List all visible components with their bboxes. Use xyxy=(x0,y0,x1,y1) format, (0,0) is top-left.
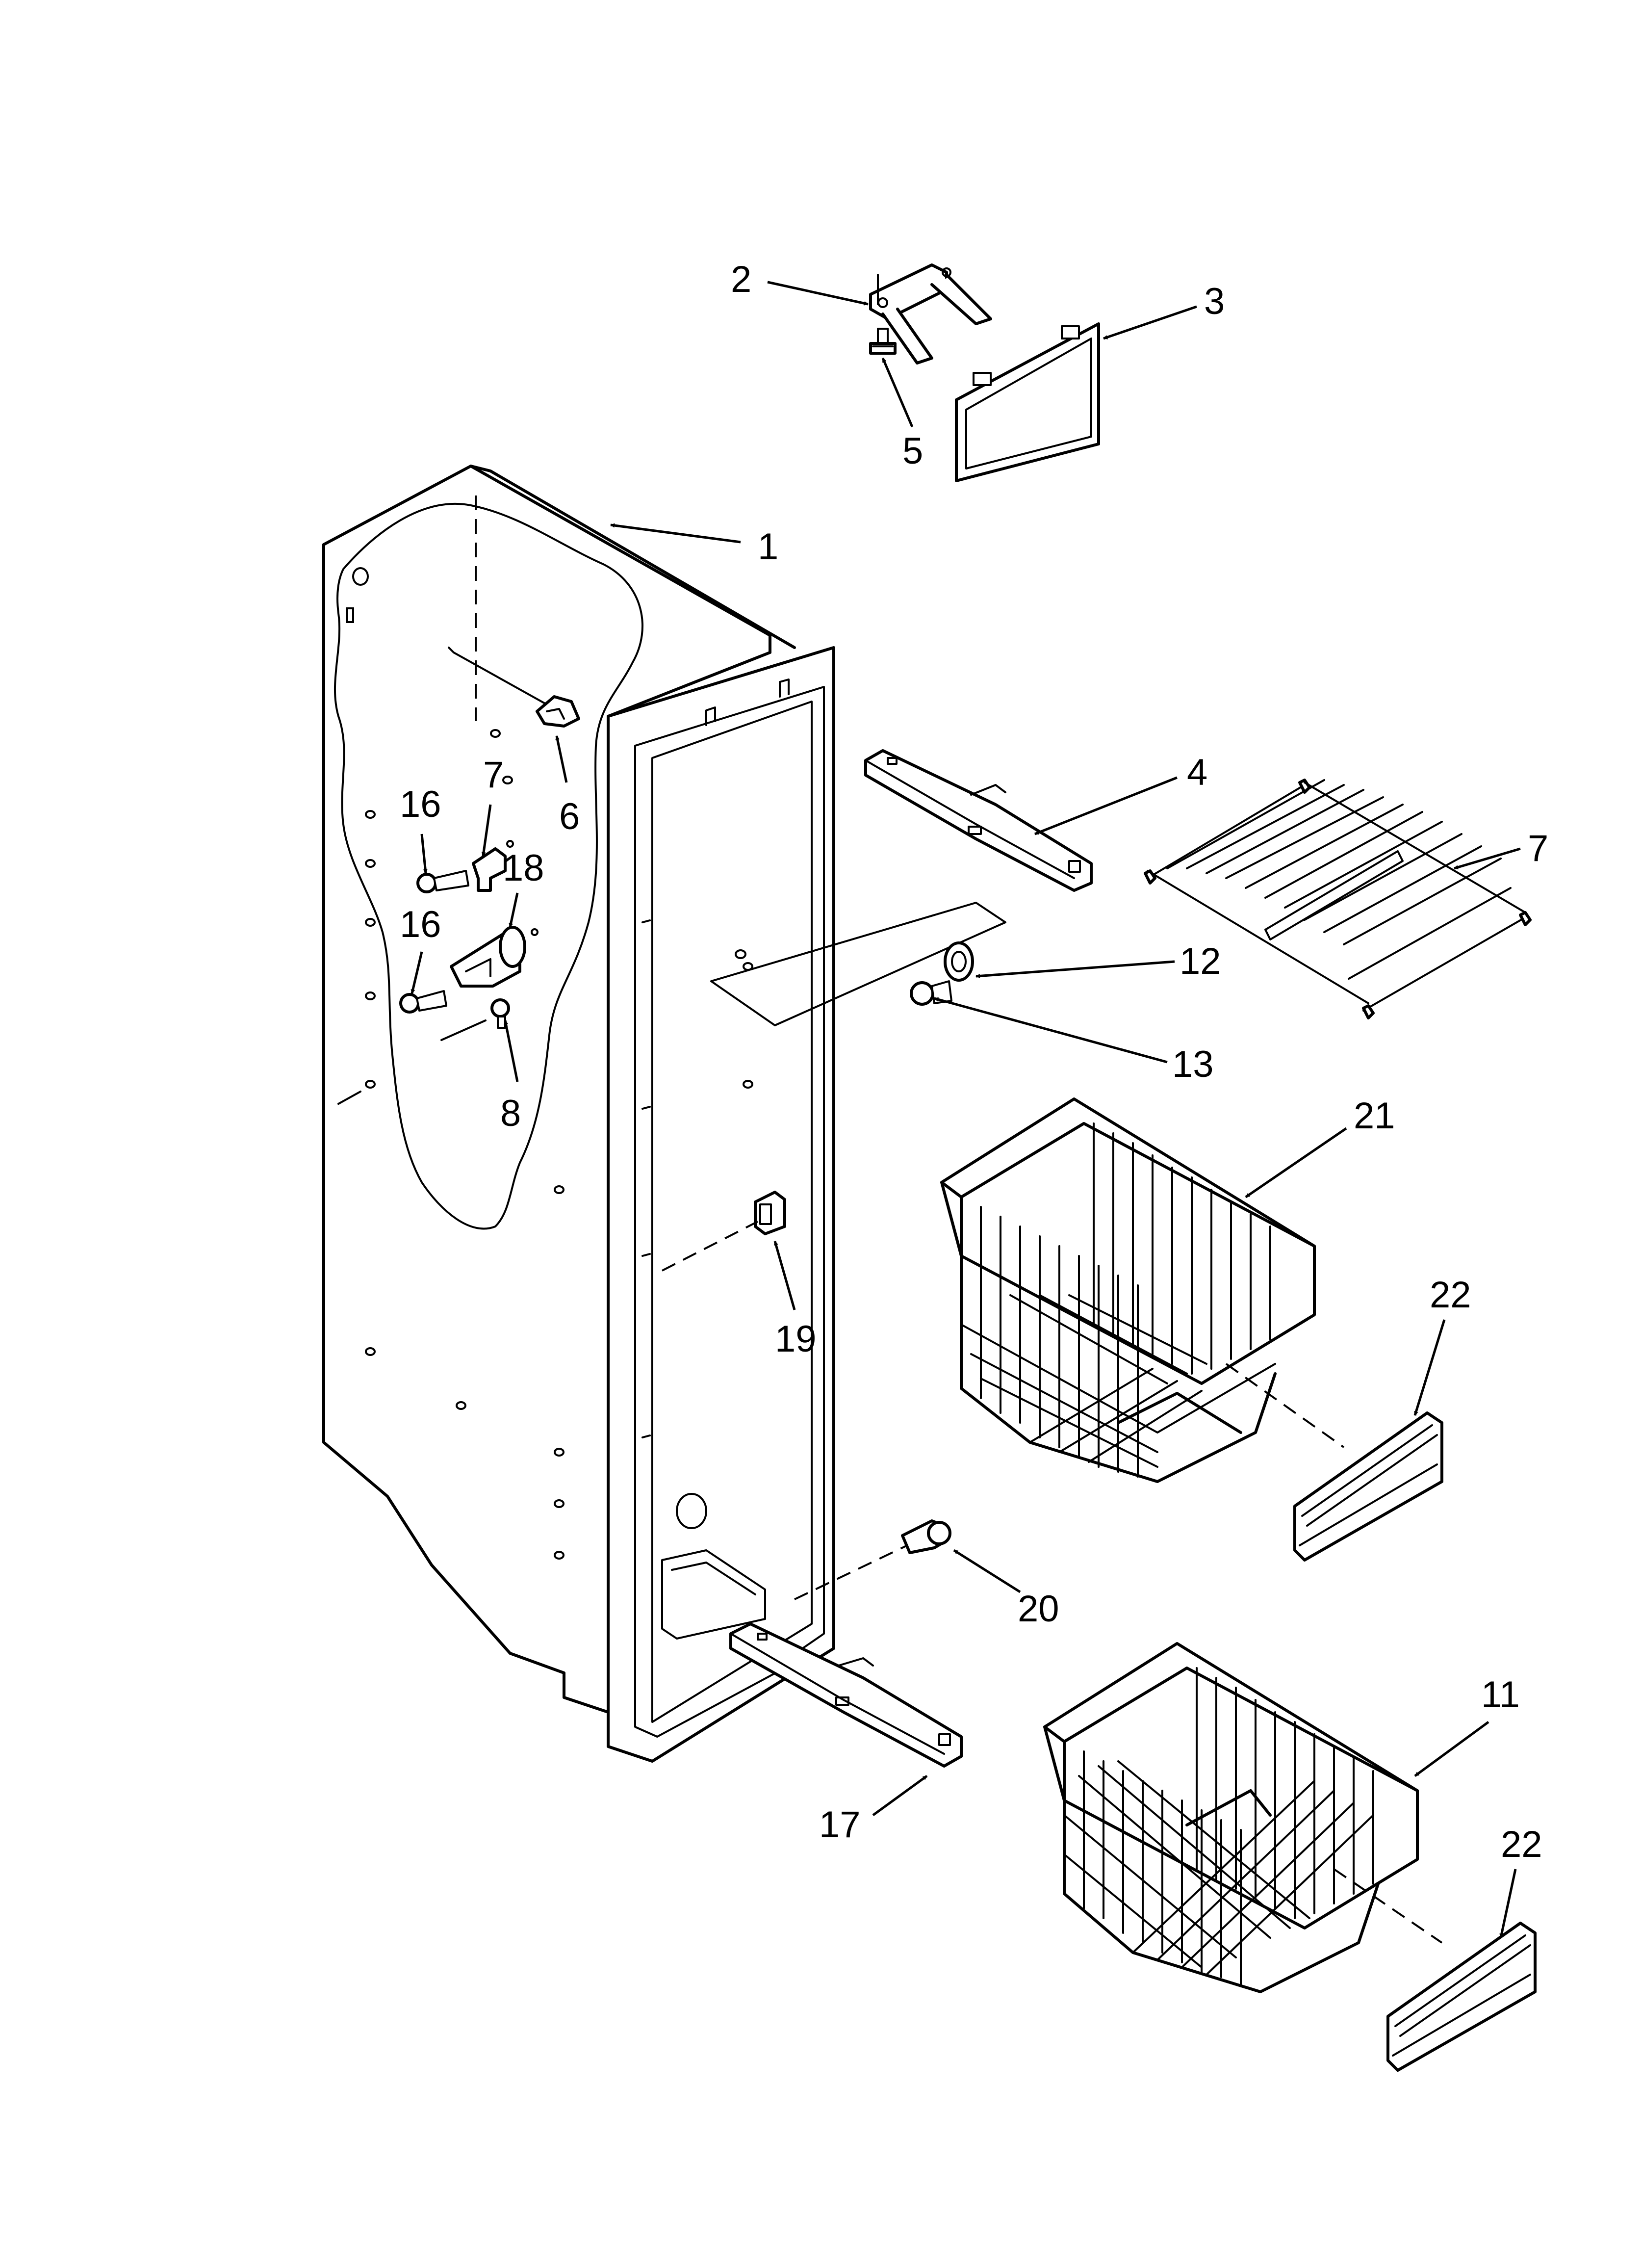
callout-4: 4 xyxy=(1187,752,1207,793)
callout-12: 12 xyxy=(1180,940,1221,982)
callout-5: 5 xyxy=(902,430,923,472)
panel-12-13 xyxy=(710,902,1006,1026)
plug-10 xyxy=(440,998,510,1041)
callout-17: 17 xyxy=(819,1804,861,1846)
callout-10: 8 xyxy=(500,1093,521,1134)
callout-7: 7 xyxy=(483,754,504,796)
callout-20: 20 xyxy=(1018,1588,1059,1630)
shelf-front-panel xyxy=(955,322,1100,482)
callout-6: 6 xyxy=(559,796,580,837)
screw-16-upper xyxy=(416,870,469,893)
shelf-support-upper xyxy=(864,749,1093,892)
callout-22-upper: 22 xyxy=(1430,1274,1471,1316)
wire-basket-upper xyxy=(940,1097,1345,1483)
screw-20 xyxy=(794,1519,951,1600)
callout-22-lower: 22 xyxy=(1501,1824,1542,1865)
callout-13: 13 xyxy=(1172,1043,1214,1085)
callout-3: 3 xyxy=(1204,281,1225,322)
screw-16-lower xyxy=(399,990,447,1014)
screw-13 xyxy=(910,980,952,1006)
basket-front-lower xyxy=(1386,1922,1537,2072)
grommet-12 xyxy=(944,941,974,982)
clip-6 xyxy=(536,695,580,728)
hinge-bracket xyxy=(869,263,992,365)
callout-8: 7 xyxy=(1528,828,1548,869)
callout-1: 1 xyxy=(758,526,778,568)
retainer-7 xyxy=(472,840,514,892)
freezer-liner xyxy=(322,465,835,1763)
callout-labels: 2 3 5 1 4 7 6 7 16 18 16 8 12 13 19 21 2… xyxy=(400,259,1548,1865)
support-18 xyxy=(450,926,539,988)
shelf-support-lower xyxy=(729,1622,963,1768)
callout-11: 11 xyxy=(1481,1674,1520,1716)
callout-16-lower: 16 xyxy=(400,904,441,945)
callout-21: 21 xyxy=(1354,1095,1395,1137)
callout-2: 2 xyxy=(731,259,751,300)
leader-lines xyxy=(410,281,1521,1938)
screw-5 xyxy=(869,328,897,355)
wire-basket-lower xyxy=(1043,1642,1443,1993)
callout-18: 18 xyxy=(503,847,544,889)
callout-19: 19 xyxy=(775,1318,817,1360)
callout-16-upper: 16 xyxy=(400,783,441,825)
basket-front-upper xyxy=(1293,1411,1443,1562)
wire-shelf xyxy=(1144,779,1532,1019)
switch-19 xyxy=(662,1191,786,1272)
